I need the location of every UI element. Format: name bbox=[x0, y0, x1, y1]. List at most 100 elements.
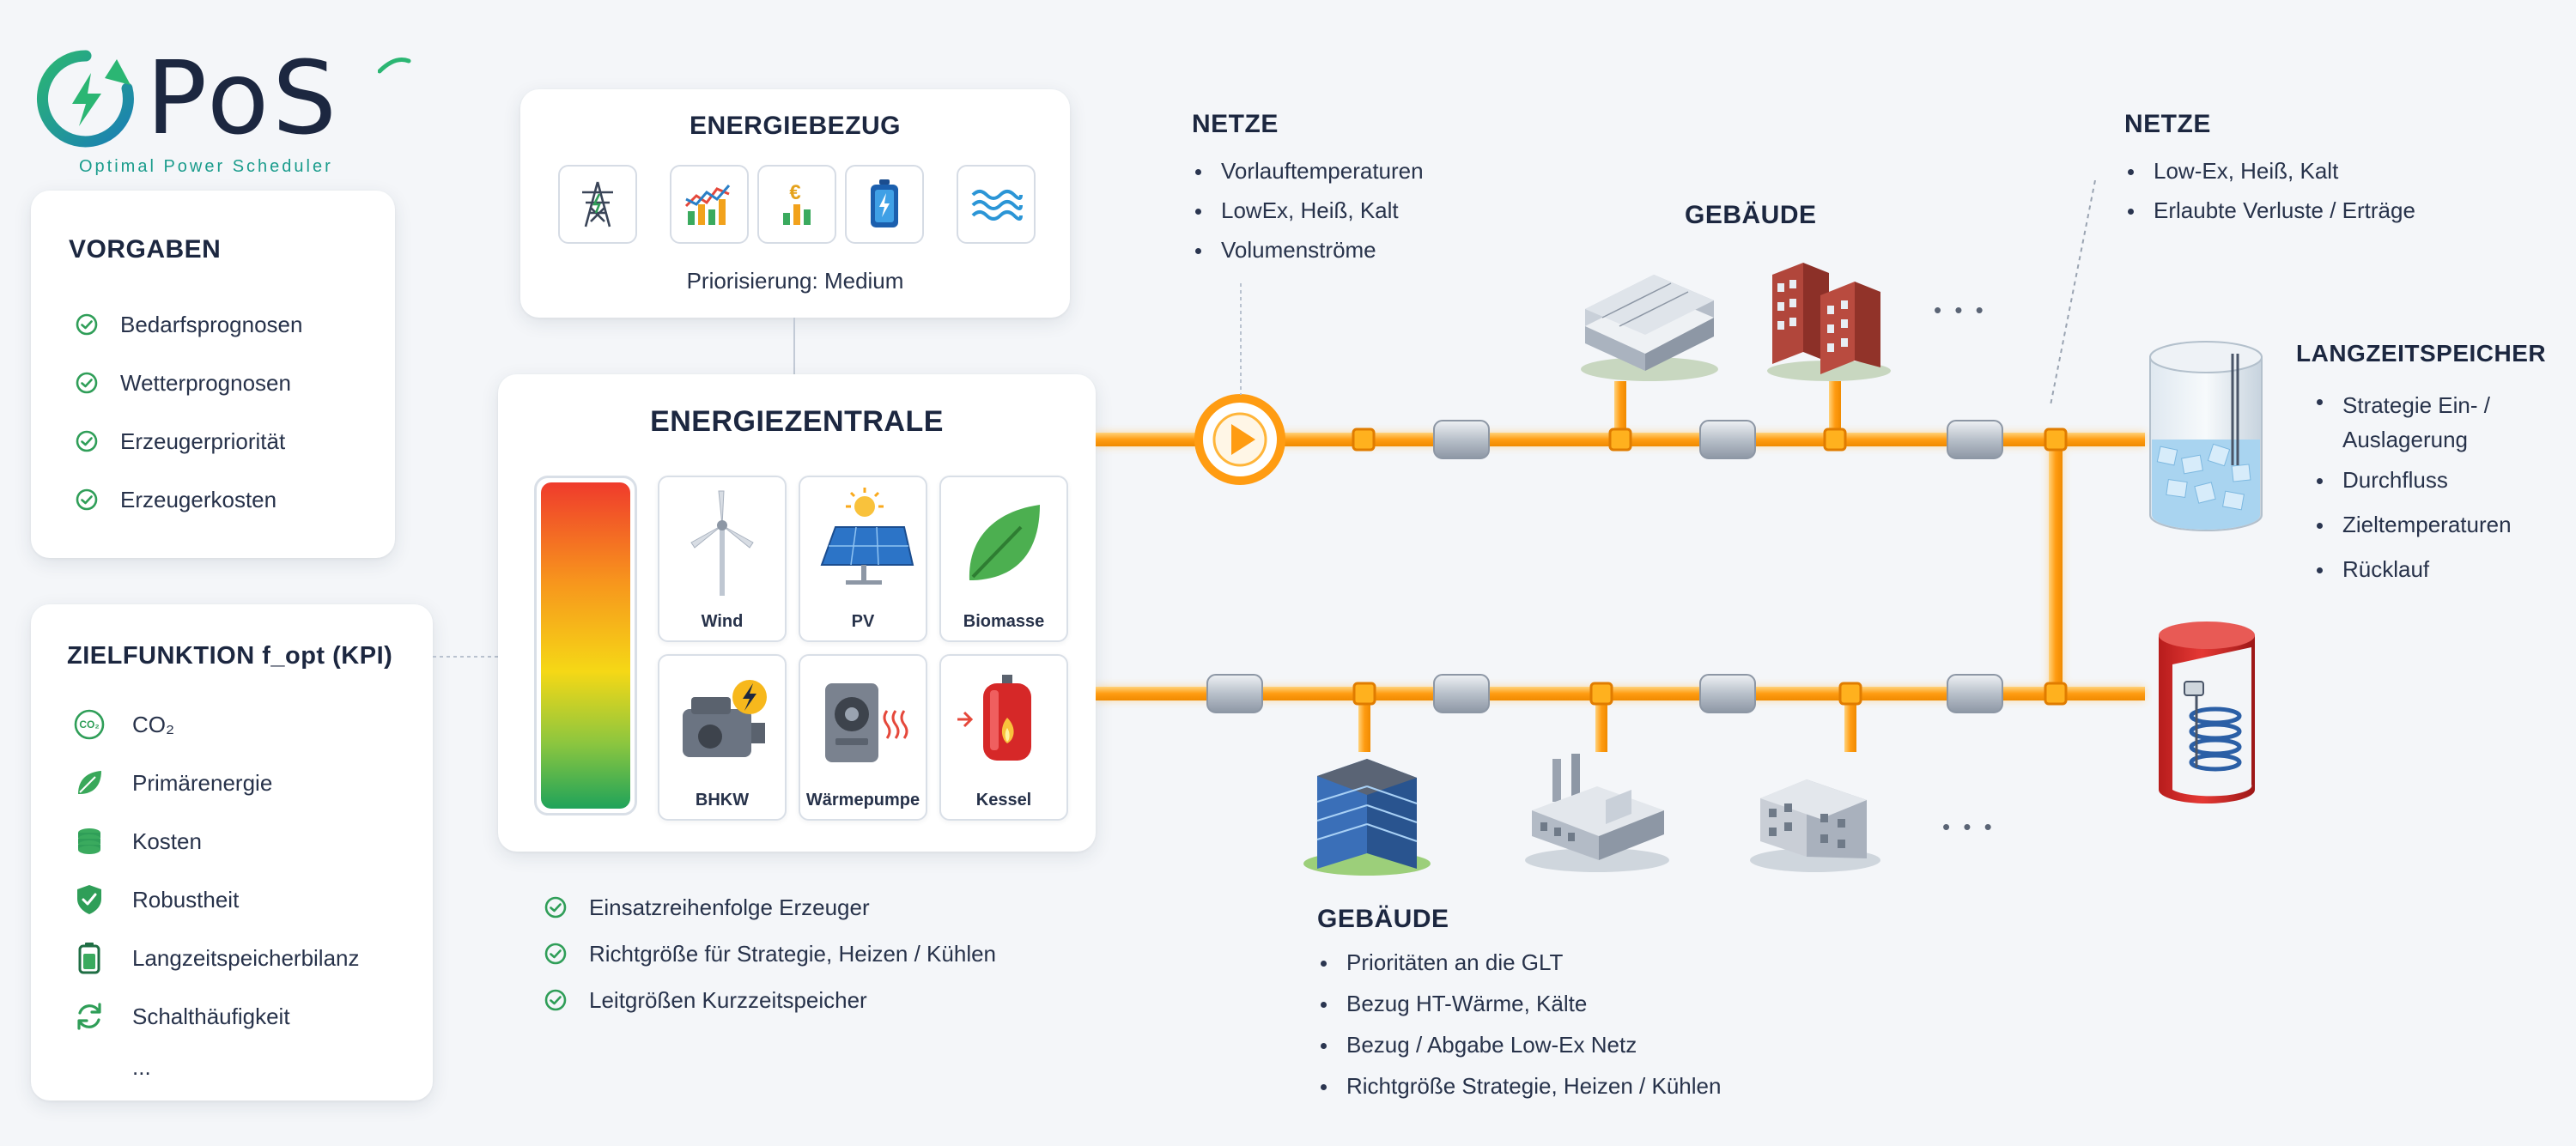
gebaeude-bottom-item: Bezug / Abgabe Low-Ex Netz bbox=[1317, 1032, 1867, 1073]
connector-line bbox=[433, 656, 501, 658]
logo-swoosh-icon bbox=[378, 58, 411, 74]
kpi-label: Schalthäufigkeit bbox=[132, 1003, 290, 1029]
generator-tile-biomasse[interactable]: Biomasse bbox=[939, 476, 1068, 642]
gebaeude-bottom-item: Prioritäten an die GLT bbox=[1317, 949, 1867, 991]
generator-label: BHKW bbox=[695, 791, 750, 809]
gebaeude-bottom-title: GEBÄUDE bbox=[1317, 905, 1449, 933]
logo: PoS Optimal Power Scheduler bbox=[34, 39, 412, 185]
wind-turbine-icon bbox=[690, 490, 754, 596]
energiebezug-title: ENERGIEBEZUG bbox=[689, 112, 902, 140]
kpi-label: Kosten bbox=[132, 828, 202, 854]
vorgaben-item-label: Wetterprognosen bbox=[120, 369, 291, 396]
netze-left-item: Volumenströme bbox=[1192, 237, 1501, 276]
price-euro-icon: € bbox=[757, 165, 836, 244]
kpi-label: CO₂ bbox=[132, 711, 175, 737]
generator-label: Kessel bbox=[975, 791, 1032, 809]
langzeitspeicher-item: Strategie Ein- / Auslagerung bbox=[2313, 388, 2531, 457]
netze-left-item: Vorlauftemperaturen bbox=[1192, 158, 1501, 197]
kpi-label: Robustheit bbox=[132, 886, 240, 913]
vorgaben-card: VORGABEN Bedarfsprognosen Wetterprognose… bbox=[31, 191, 395, 558]
power-logo-icon bbox=[36, 50, 134, 148]
generator-tile-waermepumpe[interactable]: Wärmepumpe bbox=[799, 654, 927, 821]
zentrale-output-label: Leitgrößen Kurzzeitspeicher bbox=[589, 986, 867, 1013]
cycle-icon bbox=[72, 999, 106, 1034]
kpi-label: ... bbox=[132, 1053, 151, 1080]
heat-pump-icon bbox=[825, 683, 908, 762]
vorgaben-item-label: Bedarfsprognosen bbox=[120, 311, 303, 337]
zentrale-output-label: Einsatzreihenfolge Erzeuger bbox=[589, 894, 870, 920]
building-apartment-icon bbox=[1767, 263, 1891, 381]
pipe-network bbox=[1096, 381, 2145, 752]
gebaeude-bottom-list: Prioritäten an die GLT Bezug HT-Wärme, K… bbox=[1317, 949, 1867, 1114]
netze-left: NETZE Vorlauftemperaturen LowEx, Heiß, K… bbox=[1192, 110, 1501, 276]
energiezentrale-title: ENERGIEZENTRALE bbox=[650, 405, 944, 438]
building-residential-icon bbox=[1750, 779, 1880, 872]
gebaeude-bottom: GEBÄUDE Prioritäten an die GLT Bezug HT-… bbox=[1317, 905, 1867, 1114]
energiezentrale-card: ENERGIEZENTRALE Wind PV Biomasse bbox=[498, 374, 1096, 852]
check-circle-icon bbox=[76, 313, 98, 336]
connector-line bbox=[2050, 180, 2096, 406]
netze-right-item: Low-Ex, Heiß, Kalt bbox=[2124, 158, 2485, 197]
svg-text:CO₂: CO₂ bbox=[79, 719, 99, 731]
langzeitspeicher-title: LANGZEITSPEICHER bbox=[2296, 340, 2547, 367]
vorgaben-item: Erzeugerpriorität bbox=[76, 412, 302, 470]
boiler-icon bbox=[957, 675, 1031, 761]
chp-engine-icon bbox=[683, 680, 767, 757]
riser-pipe bbox=[2049, 440, 2063, 694]
logo-name: PoS bbox=[146, 39, 341, 157]
zielfunktion-title: ZIELFUNKTION f_opt (KPI) bbox=[67, 642, 393, 670]
check-circle-icon bbox=[76, 372, 98, 394]
building-warehouse-icon bbox=[1581, 275, 1718, 381]
vorgaben-item-label: Erzeugerkosten bbox=[120, 486, 277, 512]
generator-tile-wind[interactable]: Wind bbox=[658, 476, 787, 642]
netze-right-title: NETZE bbox=[2124, 110, 2211, 138]
gebaeude-bottom-item: Richtgröße Strategie, Heizen / Kühlen bbox=[1317, 1073, 1867, 1114]
shield-check-icon bbox=[72, 882, 106, 917]
netze-right: NETZE Low-Ex, Heiß, Kalt Erlaubte Verlus… bbox=[2124, 110, 2485, 237]
zentrale-output-list: Einsatzreihenfolge Erzeuger Richtgröße f… bbox=[544, 884, 996, 1023]
netze-right-item: Erlaubte Verluste / Erträge bbox=[2124, 197, 2485, 237]
langzeitspeicher-item: Rücklauf bbox=[2313, 556, 2554, 601]
hot-water-tank-icon bbox=[2159, 622, 2255, 803]
generator-label: Biomasse bbox=[963, 612, 1045, 631]
generator-label: Wärmepumpe bbox=[805, 791, 920, 809]
kpi-item-primaerenergie: Primärenergie bbox=[72, 754, 360, 812]
gebaeude-top-title: GEBÄUDE bbox=[1685, 201, 1817, 229]
netze-left-title: NETZE bbox=[1192, 110, 1279, 138]
vorgaben-item: Wetterprognosen bbox=[76, 354, 302, 412]
kpi-item-robustheit: Robustheit bbox=[72, 870, 360, 929]
connector-line bbox=[1240, 283, 1242, 395]
building-industrial-icon bbox=[1525, 754, 1669, 872]
netze-left-list: Vorlauftemperaturen LowEx, Heiß, Kalt Vo… bbox=[1192, 158, 1501, 276]
check-circle-icon bbox=[76, 488, 98, 511]
battery-icon bbox=[72, 941, 106, 975]
langzeitspeicher-item: Durchfluss bbox=[2313, 467, 2554, 512]
co2-icon: CO₂ bbox=[72, 707, 106, 742]
pump-icon bbox=[1194, 394, 1285, 485]
vorgaben-title: VORGABEN bbox=[69, 235, 222, 264]
battery-storage-icon bbox=[845, 165, 924, 244]
zentrale-output-item: Leitgrößen Kurzzeitspeicher bbox=[544, 977, 996, 1023]
check-circle-icon bbox=[544, 896, 567, 919]
generator-tile-kessel[interactable]: Kessel bbox=[939, 654, 1068, 821]
check-circle-icon bbox=[76, 430, 98, 452]
kpi-label: Primärenergie bbox=[132, 769, 273, 796]
vorgaben-item: Erzeugerkosten bbox=[76, 470, 302, 529]
solar-panel-icon bbox=[820, 488, 914, 585]
kpi-label: Langzeitspeicherbilanz bbox=[132, 944, 360, 971]
netze-right-list: Low-Ex, Heiß, Kalt Erlaubte Verluste / E… bbox=[2124, 158, 2485, 237]
netze-left-item: LowEx, Heiß, Kalt bbox=[1192, 197, 1501, 237]
generator-tile-pv[interactable]: PV bbox=[799, 476, 927, 642]
priority-label: Priorisierung: Medium bbox=[686, 268, 904, 294]
generator-tile-bhkw[interactable]: BHKW bbox=[658, 654, 787, 821]
leaf-icon bbox=[969, 505, 1040, 580]
building-office-icon bbox=[1303, 759, 1431, 876]
connector-line bbox=[793, 318, 795, 374]
kpi-list: CO₂ CO₂ Primärenergie Kosten Robustheit bbox=[72, 695, 360, 1088]
leaf-icon bbox=[72, 766, 106, 800]
kpi-item-more: ... bbox=[72, 1046, 360, 1088]
zentrale-output-item: Einsatzreihenfolge Erzeuger bbox=[544, 884, 996, 931]
market-chart-icon bbox=[670, 165, 749, 244]
langzeitspeicher-list: Strategie Ein- / Auslagerung Durchfluss … bbox=[2296, 388, 2554, 601]
zentrale-output-label: Richtgröße für Strategie, Heizen / Kühle… bbox=[589, 940, 997, 967]
